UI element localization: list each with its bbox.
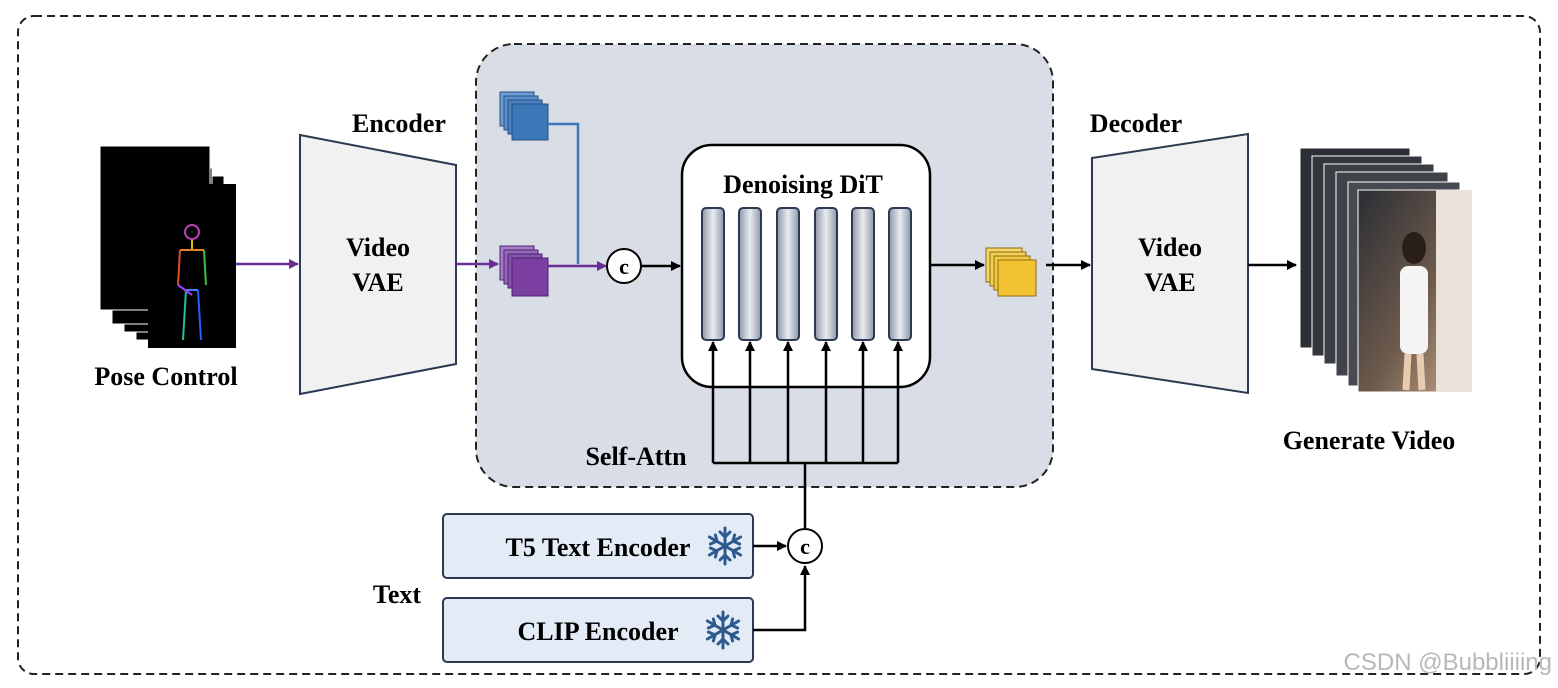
decoder-vae-shape <box>1091 132 1249 395</box>
purple-latent-cube <box>499 245 549 297</box>
watermark: CSDN @Bubbliiiing <box>1344 649 1552 676</box>
pose-skeleton <box>177 224 207 341</box>
denoising-dit-title: Denoising DiT <box>723 170 883 199</box>
self-attn-arrows <box>708 341 903 528</box>
generate-video-label: Generate Video <box>1283 426 1456 455</box>
decoder-vae-label-line1: Video <box>1138 233 1202 262</box>
generated-video-frames <box>1299 147 1473 393</box>
t5-text-encoder-label: T5 Text Encoder <box>506 533 691 562</box>
decoder-title: Decoder <box>1090 109 1182 138</box>
dit-blocks <box>701 207 912 341</box>
text-input-label: Text <box>373 580 421 609</box>
clip-to-concat-arrow <box>753 565 810 632</box>
snowflake-icon <box>707 526 743 566</box>
encoder-vae-shape <box>299 133 457 396</box>
encoder-title: Encoder <box>352 109 446 138</box>
clip-encoder-label: CLIP Encoder <box>517 617 678 646</box>
snowflake-icon <box>705 610 741 650</box>
concat-label-bottom: c <box>800 534 810 559</box>
pose-frame-front <box>148 184 236 348</box>
pose-control-label: Pose Control <box>94 362 237 391</box>
decoder-vae-label-line2: VAE <box>1144 268 1196 297</box>
concat-label-top: c <box>619 254 629 279</box>
outer-frame <box>17 15 1541 675</box>
output-latent-cube <box>985 247 1037 297</box>
encoder-vae-label-line1: Video <box>346 233 410 262</box>
blue-latent-cube <box>499 91 549 141</box>
encoder-vae-label-line2: VAE <box>352 268 404 297</box>
self-attn-label: Self-Attn <box>585 442 687 471</box>
concat-node-bottom <box>787 528 823 564</box>
blue-latent-connector <box>548 122 580 264</box>
